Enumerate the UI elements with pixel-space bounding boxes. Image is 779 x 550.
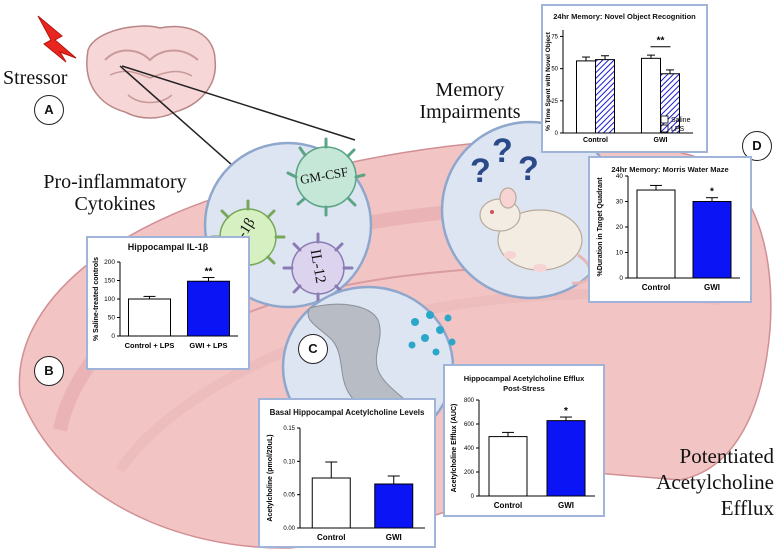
significance-label: **: [205, 267, 213, 278]
legend-label: Saline: [671, 117, 691, 124]
y-axis-label: % Saline-treated controls: [93, 257, 100, 341]
panel-il1b: Hippocampal IL-1β 0 50 100 150 200 % Saline-t…: [86, 236, 250, 370]
x-category-label: Control: [642, 283, 670, 292]
mouse-icon: [479, 187, 593, 285]
y-tick-label: 200: [464, 470, 475, 476]
chart-title: Hippocampal IL-1β: [127, 242, 209, 252]
y-tick-label: 400: [464, 446, 475, 452]
y-tick-label: 0: [111, 333, 115, 340]
svg-text:?: ?: [492, 132, 513, 170]
y-tick-label: 800: [464, 398, 475, 404]
il12-cell-icon: [282, 232, 354, 304]
memory-label: Memory Impairments: [419, 79, 521, 123]
y-tick-label: 0.00: [283, 526, 295, 532]
brain-icon: [86, 25, 216, 119]
bar: [576, 60, 596, 134]
mwm-chart: 0 10 20 30 40 %Duration in Target QuadrantCon…: [597, 173, 740, 292]
x-category-label: Control: [494, 501, 522, 510]
il1b-chart: 0 50 100 150 200 % Saline-treated controlsCon…: [93, 257, 238, 350]
y-axis-label: Acetylcholine Efflux (AUC): [451, 404, 458, 493]
panel-letter-b: B: [34, 356, 64, 386]
y-tick-label: 150: [104, 278, 115, 285]
y-tick-label: 50: [551, 67, 558, 73]
x-category-label: GWI: [654, 137, 668, 144]
bar: [641, 57, 661, 134]
y-tick-label: 100: [104, 296, 115, 303]
svg-text:?: ?: [518, 150, 539, 188]
question-marks-icon: ? ? ?: [470, 132, 539, 190]
chart-title: 24hr Memory: Novel Object Recognition: [553, 12, 696, 21]
proinflammatory-label: Pro-inflammatory Cytokines: [43, 171, 187, 215]
y-tick-label: 20: [616, 224, 624, 231]
panel-nor: 24hr Memory: Novel Object Recognition 0 2…: [541, 4, 708, 153]
acetylcholine-dots-icon: [408, 311, 456, 356]
significance-label: **: [657, 36, 665, 47]
chart-title: Basal Hippocampal Acetylcholine Levels: [269, 408, 425, 417]
y-tick-label: 0: [619, 275, 623, 282]
bar: [187, 280, 230, 337]
x-category-label: GWI + LPS: [189, 341, 227, 350]
potentiated-label: Potentiated Acetylcholine Efflux: [656, 444, 774, 520]
bar: [374, 483, 414, 529]
lightning-icon: [37, 15, 77, 63]
y-tick-label: 25: [551, 99, 558, 105]
x-category-label: GWI: [558, 501, 574, 510]
bar: [692, 201, 732, 279]
bar: [660, 73, 680, 134]
y-tick-label: 0.15: [283, 426, 295, 432]
significance-label: *: [710, 187, 714, 198]
bar: [128, 298, 171, 337]
stressor-label: Stressor: [3, 67, 68, 89]
bar: [311, 477, 351, 529]
y-tick-label: 200: [104, 259, 115, 266]
x-category-label: Control + LPS: [125, 341, 175, 350]
y-tick-label: 30: [616, 199, 624, 206]
panel-basal-ach: Basal Hippocampal Acetylcholine Levels 0…: [258, 398, 436, 548]
bar: [488, 436, 528, 497]
y-tick-label: 0: [471, 494, 475, 500]
chart-title: Hippocampal Acetylcholine Efflux Post-St…: [463, 374, 585, 393]
y-tick-label: 10: [616, 250, 624, 257]
svg-text:?: ?: [470, 152, 491, 190]
y-tick-label: 0.05: [283, 493, 295, 499]
y-tick-label: 50: [108, 315, 116, 322]
y-axis-label: % Time Spent with Novel Object: [545, 31, 552, 131]
y-tick-label: 600: [464, 422, 475, 428]
panel-letter-c: C: [298, 334, 328, 364]
legend-label: LPS: [671, 126, 685, 133]
y-tick-label: 40: [616, 173, 624, 180]
panel-mwm: 24hr Memory: Morris Water Maze 0 10 20 30 40…: [588, 156, 752, 303]
panel-letter-a: A: [34, 95, 64, 125]
x-category-label: GWI: [704, 283, 720, 292]
gmcsf-cell-icon: [286, 137, 366, 217]
x-category-label: Control: [583, 137, 608, 144]
bar: [595, 59, 615, 134]
y-tick-label: 75: [551, 34, 558, 40]
y-tick-label: 0: [555, 131, 559, 137]
chart-title: 24hr Memory: Morris Water Maze: [611, 165, 729, 174]
panel-efflux: Hippocampal Acetylcholine Efflux Post-St…: [443, 364, 605, 517]
y-axis-label: %Duration in Target Quadrant: [597, 177, 604, 277]
x-category-label: GWI: [386, 533, 402, 542]
bar: [546, 420, 586, 497]
significance-label: *: [564, 406, 568, 417]
legend-swatch-saline: [660, 115, 669, 124]
legend-swatch-lps: [660, 124, 669, 133]
x-category-label: Control: [317, 533, 345, 542]
y-tick-label: 0.10: [283, 459, 295, 465]
nor-chart: 0 25 50 75% Time Spent with Novel ObjectCon…: [545, 30, 693, 144]
bar: [636, 189, 676, 279]
y-axis-label: Acetylcholine (pmol/20uL): [267, 434, 274, 521]
